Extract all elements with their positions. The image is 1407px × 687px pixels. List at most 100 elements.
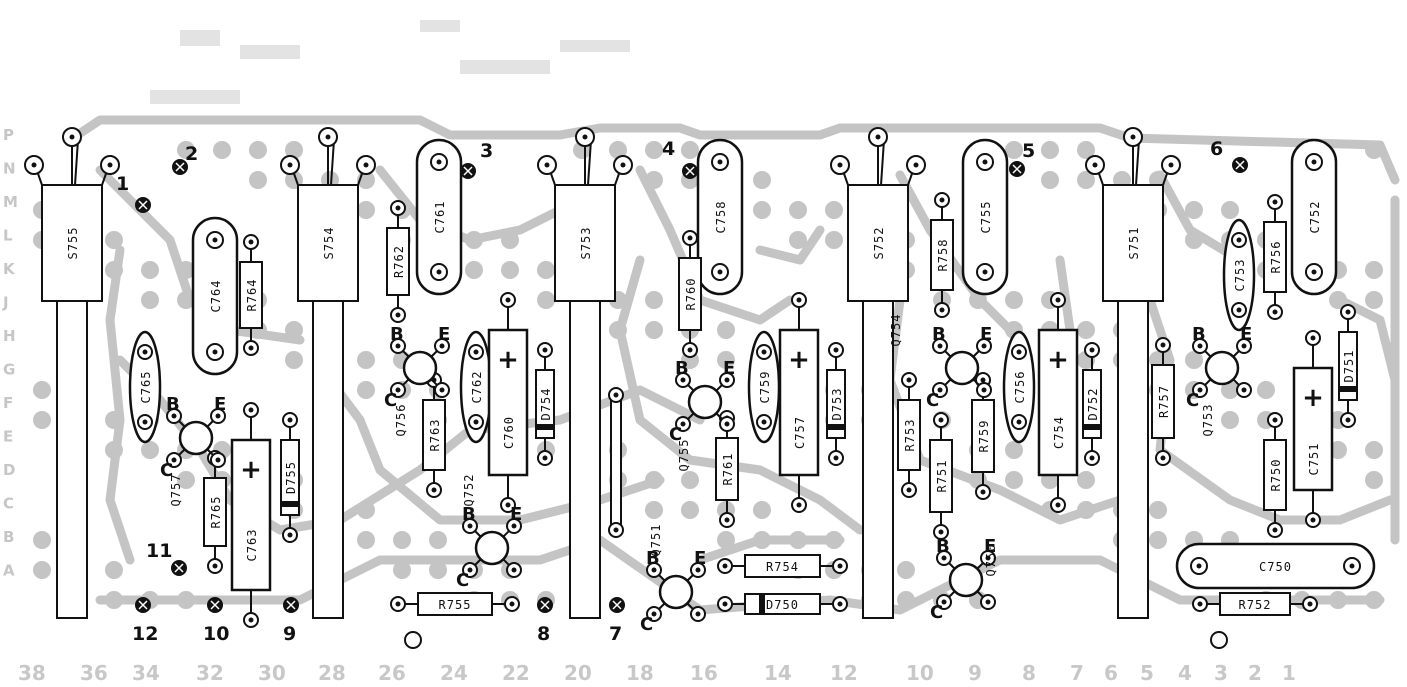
copper-pad (213, 141, 231, 159)
component-label: R760 (684, 278, 698, 311)
copper-pad (1365, 141, 1383, 159)
component-r761: R761 (715, 410, 739, 528)
pin-label-b: B (462, 504, 476, 525)
component-label: C765 (139, 371, 153, 404)
transistor-label: Q750 (984, 544, 998, 577)
copper-pad (1329, 441, 1347, 459)
solder-pad (1192, 596, 1208, 612)
copper-pad (897, 591, 915, 609)
solder-pad (832, 558, 848, 574)
copper-pad (537, 291, 555, 309)
copper-pad (1077, 501, 1095, 519)
solder-pad (1305, 330, 1321, 346)
transistor-label: Q755 (677, 439, 691, 472)
row-letter: C (3, 495, 14, 513)
column-number: 6 (1104, 661, 1118, 685)
copper-pad (1041, 141, 1059, 159)
solder-pad (646, 562, 662, 578)
copper-pad (177, 141, 195, 159)
solder-pad (975, 484, 991, 500)
copper-pad (33, 411, 51, 429)
row-letter: G (3, 361, 15, 379)
component-label: C757 (793, 416, 807, 449)
component-r753: R753 (897, 372, 921, 498)
solder-pad (1340, 304, 1356, 320)
switch-label: S751 (1127, 227, 1141, 260)
component-label: R755 (439, 598, 472, 612)
solder-pad (1190, 557, 1208, 575)
component-label: C761 (433, 201, 447, 234)
solder-pad (1192, 382, 1208, 398)
terminal-5: 5 (1009, 140, 1035, 177)
component-d753: D753 (826, 342, 846, 466)
component-c758: C758 (696, 138, 744, 296)
copper-pad (429, 561, 447, 579)
switch-terminal-pad (830, 155, 850, 175)
solder-pad (646, 606, 662, 622)
copper-pad (825, 531, 843, 549)
copper-pad (681, 501, 699, 519)
copper-pad (1185, 201, 1203, 219)
polarity-plus-sign: + (1047, 345, 1069, 375)
solder-pad (500, 292, 516, 308)
solder-pad (468, 414, 484, 430)
solder-pad (682, 342, 698, 358)
solder-pad (1267, 194, 1283, 210)
solder-pad (675, 416, 691, 432)
switch-s752: S752 (830, 127, 926, 619)
copper-pad (501, 261, 519, 279)
component-label: C751 (1307, 443, 1321, 476)
component-label: R753 (903, 419, 917, 452)
column-number: 5 (1140, 661, 1154, 685)
copper-pad (33, 381, 51, 399)
copper-pad (357, 531, 375, 549)
component-r752: R752 (1192, 592, 1318, 616)
copper-pad (1149, 501, 1167, 519)
pin-label-e: E (438, 324, 450, 345)
switch-s753: S753 (537, 127, 633, 619)
solder-pad (1050, 292, 1066, 308)
solder-pad (468, 344, 484, 360)
solder-pad (537, 342, 553, 358)
switch-terminal-pad (24, 155, 44, 175)
switch-terminal-pad (280, 155, 300, 175)
component-c762: C762 (459, 330, 493, 444)
component-label: C753 (1233, 259, 1247, 292)
component-c764: C764 (191, 216, 239, 376)
terminal-number: 7 (609, 623, 622, 645)
copper-pad (1149, 531, 1167, 549)
solder-pad (1084, 342, 1100, 358)
copper-pad (609, 321, 627, 339)
component-c765: C765 (128, 330, 162, 444)
polarity-plus-sign: + (788, 345, 810, 375)
solder-pad (1236, 338, 1252, 354)
copper-pad (645, 501, 663, 519)
component-label: R761 (721, 453, 735, 486)
copper-pad (393, 561, 411, 579)
pin-label-b: B (936, 536, 950, 557)
component-r751: R751 (929, 412, 953, 540)
column-number: 22 (502, 661, 530, 685)
pin-label-e: E (980, 324, 992, 345)
copper-pad (249, 141, 267, 159)
copper-pad (645, 171, 663, 189)
column-number: 32 (196, 661, 224, 685)
copper-pad (753, 501, 771, 519)
component-label: C752 (1308, 201, 1322, 234)
switch-terminal-pad (356, 155, 376, 175)
switch-terminal-pad (1085, 155, 1105, 175)
solder-pad (932, 382, 948, 398)
terminal-2: 2 (172, 143, 198, 175)
solder-pad (756, 414, 772, 430)
copper-pad (393, 531, 411, 549)
copper-pad (681, 141, 699, 159)
solder-pad (1155, 450, 1171, 466)
solder-pad (282, 412, 298, 428)
column-number: 1 (1282, 661, 1296, 685)
pin-label-b: B (675, 358, 689, 379)
solder-pad (932, 338, 948, 354)
terminal-number: 2 (185, 143, 198, 165)
